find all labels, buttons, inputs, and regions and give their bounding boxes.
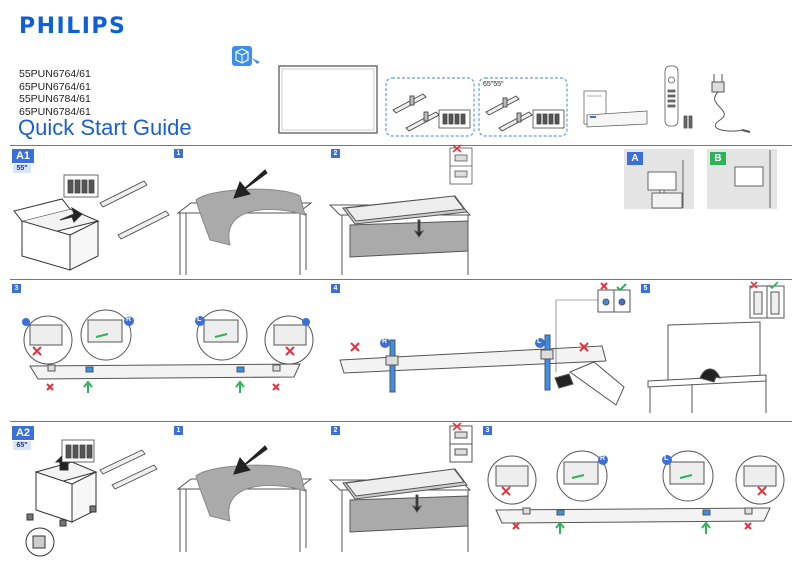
check-icon <box>768 281 779 290</box>
size-badge-55: 55" <box>13 164 31 173</box>
section-divider <box>10 145 792 146</box>
step-3: 3 <box>12 284 21 293</box>
step-4: 4 <box>331 284 340 293</box>
step-3: 3 <box>483 426 492 435</box>
box-icon <box>25 453 98 557</box>
cross-icon <box>750 281 758 289</box>
model-number: 65PUN6764/61 <box>19 80 91 93</box>
size-badge-65: 65" <box>13 441 31 450</box>
page-title: Quick Start Guide <box>18 115 192 140</box>
marker-right: R <box>126 316 132 323</box>
step-1: 1 <box>174 149 183 158</box>
remote-icon <box>664 65 693 129</box>
cross-icon <box>32 346 295 391</box>
model-list: 55PUN6764/61 65PUN6764/61 55PUN6784/61 6… <box>19 68 91 118</box>
tv-icon <box>278 65 378 134</box>
marker-right: R <box>600 455 606 462</box>
step-2: 2 <box>331 149 340 158</box>
section-a2-tag: A2 <box>12 426 34 440</box>
marker-left: L <box>197 316 202 323</box>
placement-option-b: B <box>707 149 777 209</box>
cross-icon <box>350 282 608 352</box>
option-a-tag: A <box>627 152 643 165</box>
model-number: 65PUN6784/61 <box>19 105 91 118</box>
model-number: 55PUN6784/61 <box>19 93 91 106</box>
marker-right: R <box>382 338 388 345</box>
power-cord-icon <box>711 74 751 133</box>
section-divider <box>10 279 792 280</box>
step-5: 5 <box>641 284 650 293</box>
cross-icon <box>452 422 462 431</box>
manual-icon <box>583 90 648 128</box>
screws-icon <box>438 109 471 129</box>
stand-size-label: 65"55" <box>483 81 504 88</box>
cross-icon <box>501 486 767 530</box>
brand-logo: PHILIPS <box>19 14 127 39</box>
cross-icon <box>452 144 462 153</box>
model-number: 55PUN6764/61 <box>19 68 91 80</box>
stand-icon <box>392 93 440 132</box>
marker-left: L <box>537 338 542 345</box>
section-a1-tag: A1 <box>12 149 34 163</box>
step-2: 2 <box>331 426 340 435</box>
box-icon <box>13 198 100 271</box>
placement-option-a: A <box>624 149 694 209</box>
check-icon <box>616 283 627 292</box>
step-1: 1 <box>174 426 183 435</box>
marker-left: L <box>664 455 669 462</box>
section-divider <box>10 421 792 422</box>
option-b-tag: B <box>710 152 726 165</box>
